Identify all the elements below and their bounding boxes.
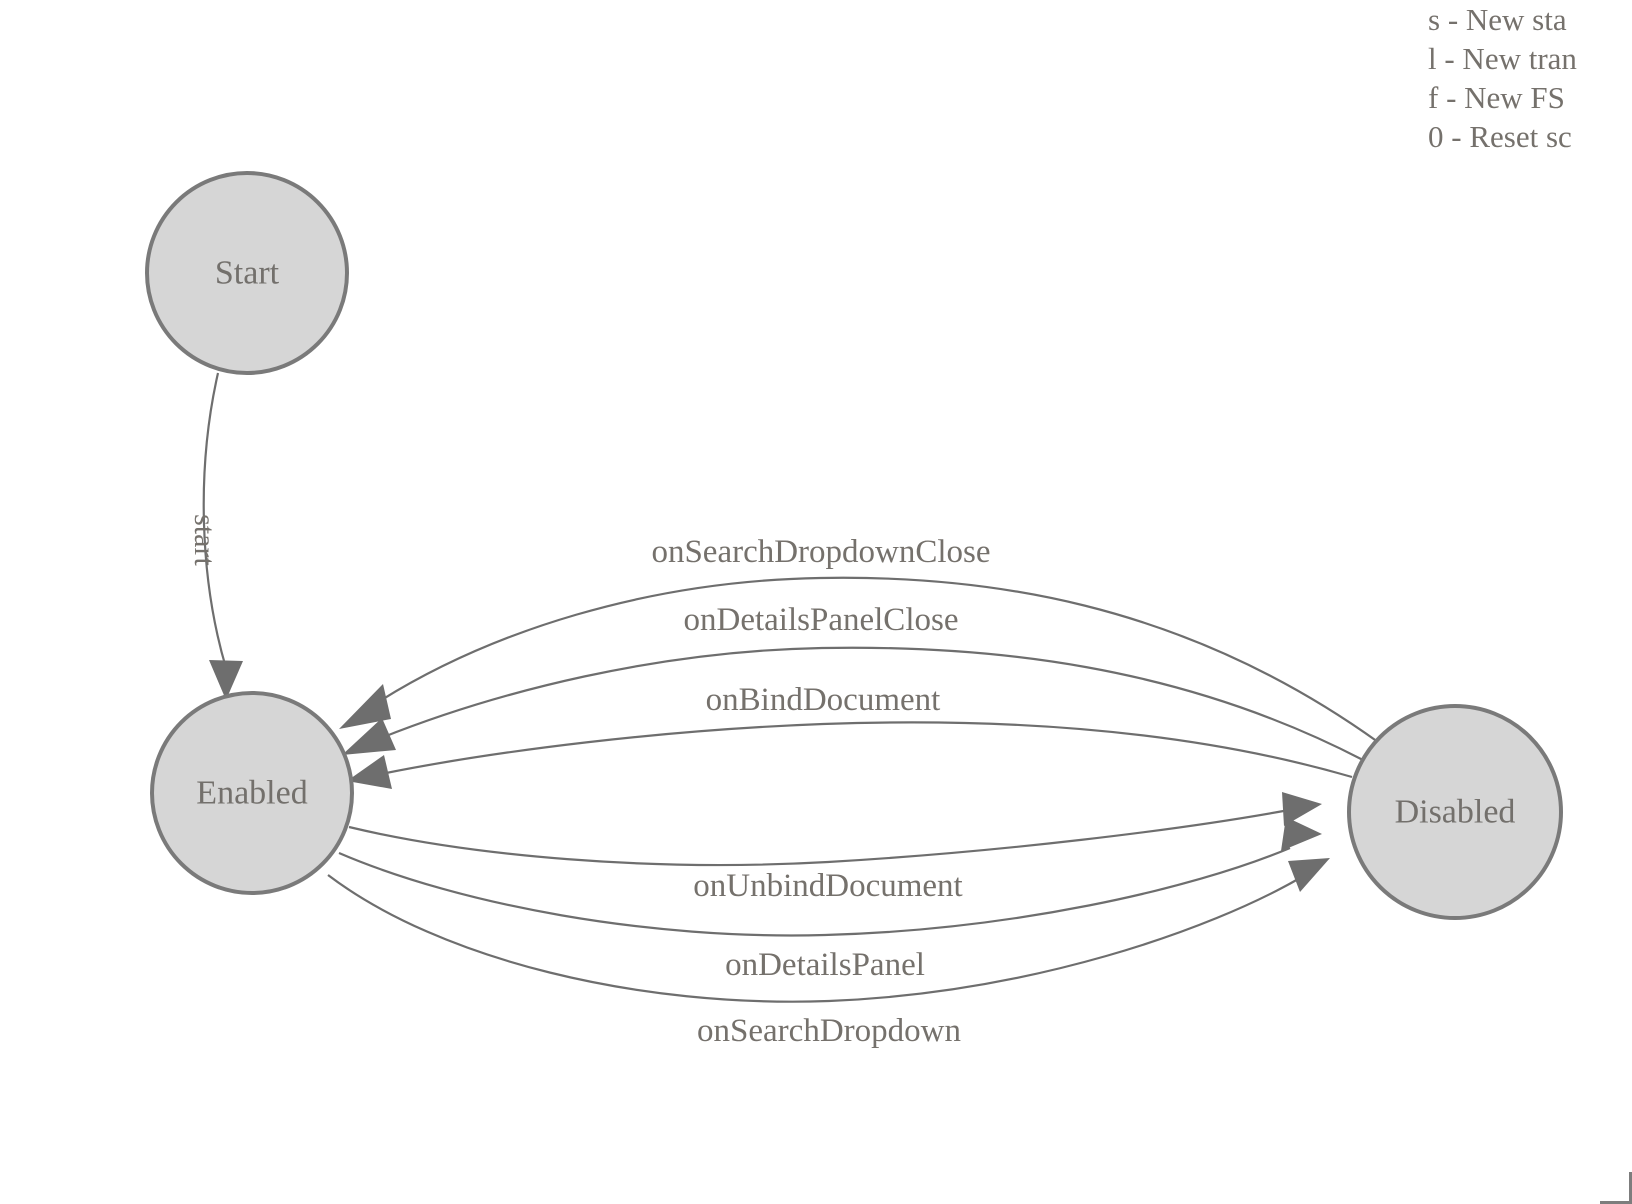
node-disabled-label: Disabled: [1395, 794, 1516, 831]
edge-label-start: start: [188, 514, 221, 566]
arrowhead-onbinddocument: [347, 755, 392, 789]
arrowhead-start-enabled: [209, 660, 243, 700]
canvas-corner-handle[interactable]: [1600, 1172, 1632, 1204]
node-disabled[interactable]: Disabled: [1347, 704, 1563, 920]
edge-enabled-to-disabled-onsearchdropdown[interactable]: onSearchDropdown: [327, 858, 1330, 1049]
arrowhead-ondetailspanel: [1281, 817, 1322, 851]
arrowhead-onsearchdropdown: [1288, 858, 1330, 892]
edge-label-onsearchdropdown: onSearchDropdown: [697, 1013, 961, 1049]
edge-path-start: [202, 372, 228, 669]
edge-label-ondetailspanel: onDetailsPanel: [725, 947, 925, 983]
edge-start-to-enabled[interactable]: start: [188, 372, 243, 700]
edge-path-ondetailspanel: [338, 846, 1291, 937]
edge-path-onunbinddocument: [348, 808, 1290, 867]
edge-disabled-to-enabled-onsearchdropdownclose[interactable]: onSearchDropdownClose: [339, 534, 1379, 743]
edge-path-onsearchdropdownclose: [371, 576, 1379, 743]
edge-label-onunbinddocument: onUnbindDocument: [693, 868, 962, 904]
edge-label-ondetailspanelclose: onDetailsPanelClose: [684, 602, 959, 638]
edge-disabled-to-enabled-ondetailspanelclose[interactable]: onDetailsPanelClose: [342, 602, 1364, 761]
arrowhead-ondetailspanelclose: [342, 718, 396, 755]
node-enabled-label: Enabled: [196, 775, 307, 812]
arrowhead-onsearchdropdownclose: [339, 684, 391, 729]
edge-path-onbinddocument: [380, 721, 1353, 779]
edge-enabled-to-disabled-ondetailspanel[interactable]: onDetailsPanel: [338, 817, 1322, 983]
arrowhead-onunbinddocument: [1282, 792, 1322, 826]
node-enabled-circle[interactable]: [150, 691, 354, 895]
node-start-label: Start: [215, 255, 280, 292]
edge-label-onsearchdropdownclose: onSearchDropdownClose: [651, 534, 990, 570]
edge-path-onsearchdropdown: [327, 874, 1301, 1003]
node-enabled[interactable]: Enabled: [150, 691, 354, 895]
node-start-circle[interactable]: [145, 171, 349, 375]
edge-path-ondetailspanelclose: [375, 646, 1364, 761]
edge-disabled-to-enabled-onbinddocument[interactable]: onBindDocument: [347, 682, 1353, 789]
node-start[interactable]: Start: [145, 171, 349, 375]
node-disabled-circle[interactable]: [1347, 704, 1563, 920]
edge-enabled-to-disabled-onunbinddocument[interactable]: onUnbindDocument: [348, 792, 1322, 904]
edge-label-onbinddocument: onBindDocument: [706, 682, 941, 718]
